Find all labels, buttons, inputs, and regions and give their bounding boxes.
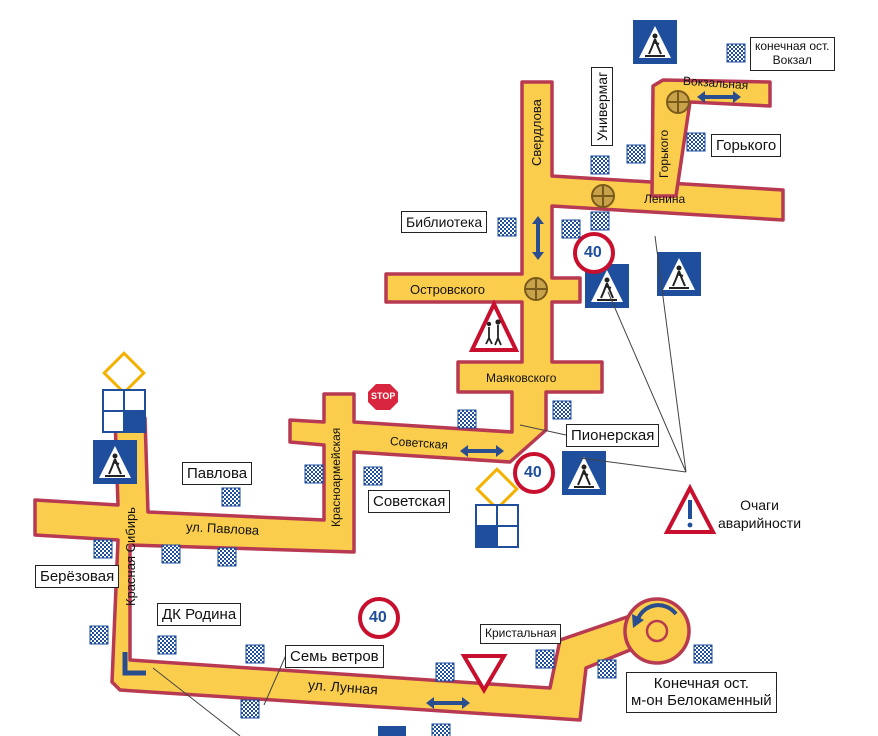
street-label-vokzalnaya: Вокзальная bbox=[682, 73, 749, 93]
street-label-gorkogo: Горького bbox=[657, 129, 671, 178]
speed-limit-value: 40 bbox=[584, 244, 602, 261]
stop-label-sem-vetrov: Семь ветров bbox=[285, 645, 384, 669]
children-warning-icon bbox=[468, 299, 520, 352]
pedestrian-crossing-sign-icon bbox=[378, 726, 406, 736]
stop-label-biblioteka: Библиотека bbox=[401, 211, 488, 234]
hazard-legend-line: аварийности bbox=[718, 515, 802, 532]
stop-label-line: Вокзал bbox=[772, 52, 812, 67]
stop-sign-label: STOP bbox=[371, 391, 396, 401]
stop-label-dk-rodina: ДК Родина bbox=[157, 603, 242, 627]
street-label-ostrovskogo: Островского bbox=[410, 282, 486, 297]
stop-label-pionerskaya: Пионерская bbox=[566, 424, 660, 448]
stop-label-berezovaya: Берёзовая bbox=[35, 565, 120, 589]
speed-limit-value: 40 bbox=[369, 609, 387, 626]
street-label-krasnaya-sibir: Красная Сибирь bbox=[123, 507, 138, 606]
street-label-lenina: Ленина bbox=[644, 192, 686, 206]
stop-label-vokzal: конечная ост. Вокзал bbox=[750, 37, 835, 71]
speed-limit-value: 40 bbox=[524, 464, 542, 481]
stop-label-line: Конечная ост. bbox=[653, 675, 749, 692]
street-label-sovetskaya: Советская bbox=[389, 433, 449, 453]
stop-label-univermag: Универмаг bbox=[591, 66, 614, 146]
yield-sign-icon bbox=[460, 654, 508, 694]
stop-label-belokamenny: Конечная ост. м-он Белокаменный bbox=[626, 672, 777, 713]
pointer-line bbox=[152, 424, 567, 736]
pointer-line bbox=[579, 235, 687, 473]
street-label-mayakovskogo: Маяковского bbox=[486, 371, 557, 385]
stop-label-kristalnaya: Кристальная bbox=[480, 624, 562, 644]
street-label-sverdlova: Свердлова bbox=[529, 99, 544, 166]
roundabout-icon bbox=[623, 597, 691, 665]
main-road-sign-icon bbox=[102, 351, 146, 433]
road-network bbox=[33, 80, 785, 722]
turn-arrow-icon bbox=[122, 652, 146, 676]
hazard-warning-icon bbox=[663, 483, 717, 534]
street-label-lunnaya: ул. Лунная bbox=[307, 676, 379, 698]
stop-sign-icon bbox=[368, 384, 398, 410]
hazard-legend-line: Очаги bbox=[740, 497, 779, 513]
street-label-pavlova: ул. Павлова bbox=[185, 519, 260, 538]
stop-label-gorkogo: Горького bbox=[711, 134, 782, 158]
hazard-legend-label: Очаги аварийности bbox=[718, 496, 801, 532]
street-label-krasnoarmeyskaya: Красноармейская bbox=[329, 427, 343, 527]
stop-label-sovetskaya: Советская bbox=[368, 490, 451, 514]
stop-label-line: м-он Белокаменный bbox=[631, 692, 772, 710]
main-road-sign-icon bbox=[475, 467, 519, 548]
stop-label-pavlova: Павлова bbox=[182, 462, 253, 486]
stop-label-line: конечная ост. bbox=[755, 39, 830, 53]
